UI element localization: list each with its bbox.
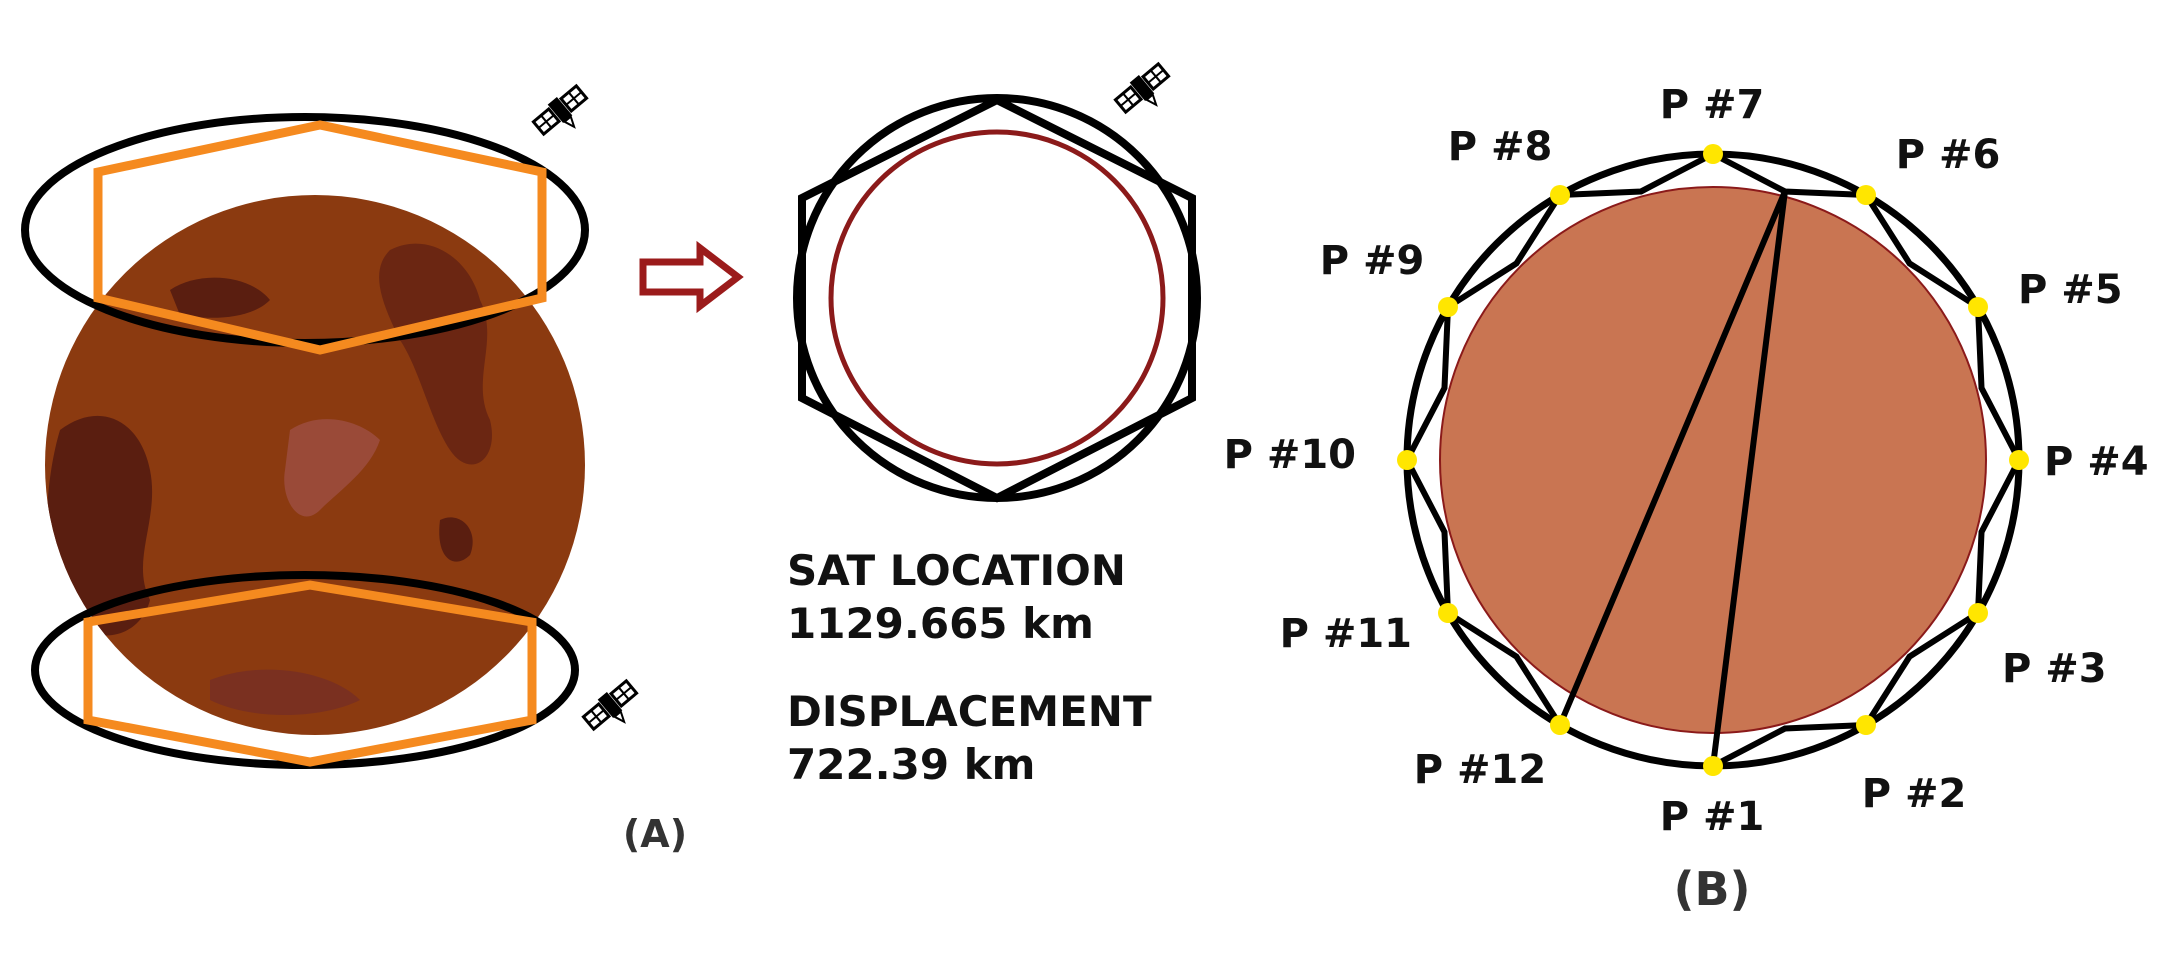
- lower-hexagon: [83, 580, 537, 767]
- point-label: P #7: [1660, 82, 1765, 128]
- hexagon-track-segment: [1559, 151, 1715, 198]
- hexagon-track-segment: [1975, 458, 2022, 614]
- planet-outline: [828, 129, 1166, 467]
- point-label: P #5: [2018, 267, 2123, 313]
- satellite-icon: [1111, 59, 1180, 125]
- hexagon-orbits: [1404, 151, 2022, 769]
- point-marker: [1703, 756, 1723, 776]
- sat-location-label: SAT LOCATION: [787, 546, 1126, 595]
- point-marker: [1703, 144, 1723, 164]
- sat-location-value: 1129.665 km: [787, 599, 1094, 648]
- hexagon-track-segment: [1404, 306, 1451, 462]
- orbit-circle: [793, 94, 1201, 502]
- orbit-hexagon: [798, 95, 1196, 503]
- point-label: P #6: [1896, 132, 2001, 178]
- hexagon-track-segment: [1711, 722, 1867, 769]
- satellite-icon: [579, 676, 648, 742]
- right-arrow-icon: [639, 240, 744, 314]
- point-markers: [1397, 144, 2029, 776]
- upper-hexagon: [93, 120, 547, 355]
- point-marker: [1397, 450, 1417, 470]
- lower-orbit-a: [31, 571, 579, 769]
- point-label: P #10: [1224, 432, 1356, 478]
- upper-orbit-a: [21, 113, 589, 355]
- panel-b: P #1 P #2 P #3 P #4 P #5 P #6 P #7 P #8 P #9 P #1…: [1224, 82, 2149, 916]
- hexagon-track-segment: [1446, 193, 1563, 310]
- hexagon-track-segment: [1863, 610, 1980, 727]
- planet-surface-features: [46, 243, 492, 715]
- point-marker: [1856, 184, 1876, 205]
- displacement-label: DISPLACEMENT: [787, 687, 1152, 736]
- caption-b: (B): [1673, 862, 1750, 916]
- point-marker: [1550, 715, 1570, 736]
- satellite-icon: [529, 81, 598, 147]
- hexagon-track-segment: [1557, 190, 1788, 767]
- caption-a: (A): [623, 812, 687, 856]
- point-label: P #9: [1320, 238, 1425, 284]
- hexagon-track-segment: [1863, 193, 1980, 310]
- point-marker: [1968, 603, 1989, 623]
- point-labels: P #1 P #2 P #3 P #4 P #5 P #6 P #7 P #8 P #9 P #1…: [1224, 82, 2149, 840]
- point-marker: [2009, 450, 2029, 470]
- point-marker: [1856, 715, 1876, 736]
- point-label: P #3: [2002, 646, 2107, 692]
- point-label: P #12: [1414, 747, 1546, 793]
- point-marker: [1437, 603, 1458, 623]
- point-marker: [1968, 297, 1989, 317]
- hexagon-track-segment: [1404, 458, 1451, 614]
- point-label: P #8: [1448, 124, 1553, 170]
- point-label: P #2: [1862, 771, 1967, 817]
- point-label: P #4: [2044, 439, 2149, 485]
- point-label: P #11: [1280, 611, 1412, 657]
- hexagon-track-segment: [1446, 610, 1563, 727]
- point-marker: [1437, 297, 1458, 317]
- point-label: P #1: [1660, 794, 1765, 840]
- panel-middle: SAT LOCATION 1129.665 km DISPLACEMENT 72…: [787, 59, 1201, 789]
- planet-a: [45, 195, 585, 735]
- hexagon-track-segment: [1975, 306, 2022, 462]
- point-marker: [1550, 184, 1570, 205]
- planet-b: [1439, 186, 1987, 734]
- panel-a: (A): [21, 81, 687, 856]
- displacement-value: 722.39 km: [787, 740, 1035, 789]
